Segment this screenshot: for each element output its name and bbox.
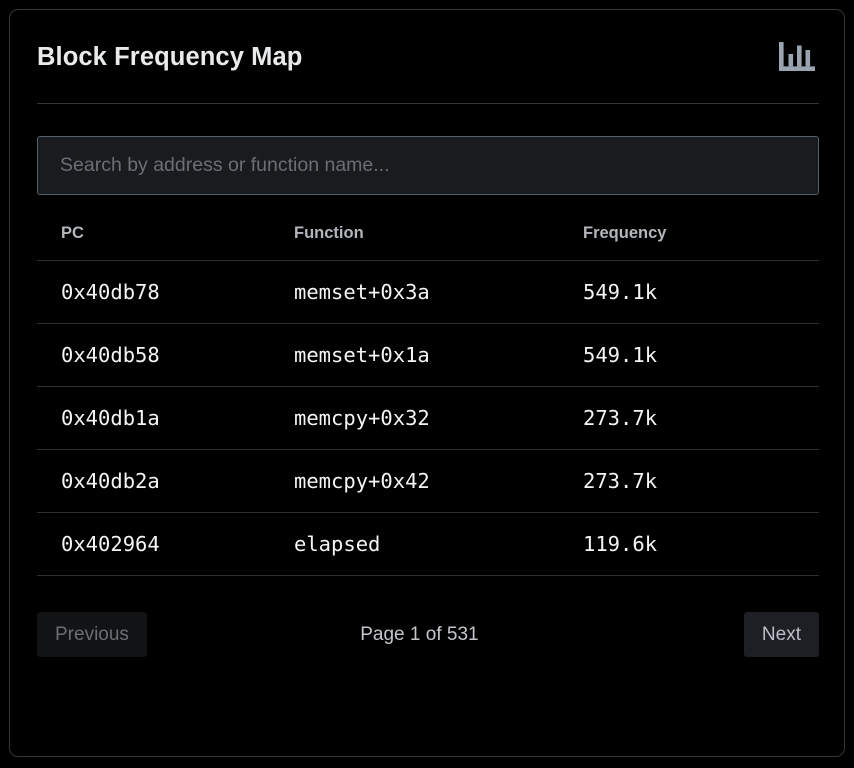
table-header: PC Function Frequency [37, 224, 819, 261]
cell-function: elapsed [292, 512, 580, 576]
cell-function: memset+0x3a [292, 260, 580, 324]
search-field-wrapper [37, 136, 819, 195]
header-divider [37, 103, 819, 104]
cell-pc: 0x40db58 [37, 323, 292, 387]
pagination-bar: Previous Page 1 of 531 Next [37, 612, 819, 657]
table-row[interactable]: 0x402964 elapsed 119.6k [37, 512, 819, 576]
block-frequency-table: PC Function Frequency 0x40db78 memset+0x… [37, 224, 819, 576]
next-page-button[interactable]: Next [743, 612, 819, 657]
block-frequency-map-card: Block Frequency Map PC Function Frequenc… [9, 9, 845, 757]
cell-frequency: 549.1k [580, 323, 819, 387]
card-header: Block Frequency Map [10, 10, 844, 104]
table-row[interactable]: 0x40db58 memset+0x1a 549.1k [37, 323, 819, 387]
cell-frequency: 119.6k [580, 512, 819, 576]
column-header-function[interactable]: Function [292, 224, 580, 261]
cell-frequency: 273.7k [580, 449, 819, 513]
column-header-frequency[interactable]: Frequency [580, 224, 819, 261]
table-header-row: PC Function Frequency [37, 224, 819, 261]
cell-pc: 0x40db78 [37, 260, 292, 324]
cell-pc: 0x402964 [37, 512, 292, 576]
cell-function: memcpy+0x32 [292, 386, 580, 450]
cell-frequency: 273.7k [580, 386, 819, 450]
table-row[interactable]: 0x40db1a memcpy+0x32 273.7k [37, 386, 819, 450]
bar-chart-icon[interactable] [777, 40, 817, 74]
table-row[interactable]: 0x40db2a memcpy+0x42 273.7k [37, 449, 819, 513]
cell-pc: 0x40db2a [37, 449, 292, 513]
cell-pc: 0x40db1a [37, 386, 292, 450]
table-body: 0x40db78 memset+0x3a 549.1k 0x40db58 mem… [37, 260, 819, 576]
previous-page-button[interactable]: Previous [37, 612, 147, 657]
table-row[interactable]: 0x40db78 memset+0x3a 549.1k [37, 260, 819, 324]
column-header-pc[interactable]: PC [37, 224, 292, 261]
cell-frequency: 549.1k [580, 260, 819, 324]
search-input[interactable] [37, 136, 819, 195]
page-status-label: Page 1 of 531 [360, 623, 479, 645]
cell-function: memcpy+0x42 [292, 449, 580, 513]
cell-function: memset+0x1a [292, 323, 580, 387]
page-title: Block Frequency Map [37, 42, 303, 71]
